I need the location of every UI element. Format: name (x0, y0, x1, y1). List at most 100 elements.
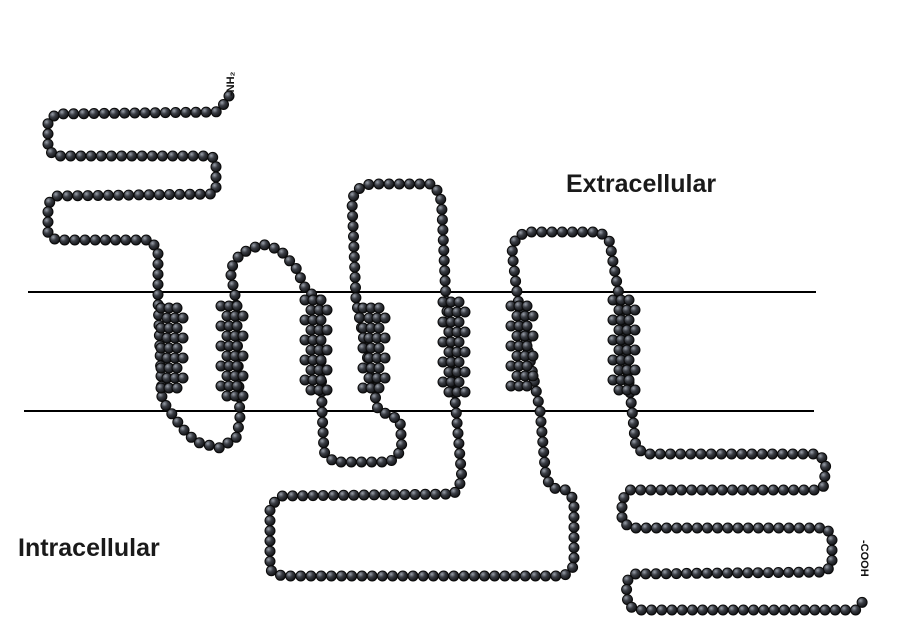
amino-acid-bead (42, 216, 54, 228)
amino-acid-bead (110, 234, 122, 246)
amino-acid-bead (635, 604, 647, 616)
amino-acid-bead (439, 265, 451, 277)
amino-acid-bead (78, 108, 90, 120)
amino-acid-bead (666, 604, 678, 616)
helix-bead (315, 314, 327, 326)
amino-acid-bead (119, 107, 131, 119)
amino-acid-bead (368, 489, 380, 501)
amino-acid-bead (736, 448, 748, 460)
amino-acid-bead (568, 552, 580, 564)
amino-acid-bead (319, 447, 331, 459)
amino-acid-bead (450, 407, 462, 419)
amino-acid-bead (788, 484, 800, 496)
amino-acid-bead (225, 269, 237, 281)
amino-acid-bead (152, 268, 164, 280)
amino-acid-bead (378, 489, 390, 501)
amino-acid-bead (787, 448, 799, 460)
amino-acid-bead (143, 189, 155, 201)
amino-acid-bead (640, 522, 652, 534)
amino-acid-bead (772, 567, 784, 578)
amino-acid-bead (62, 190, 73, 202)
amino-acid-bead (387, 570, 399, 582)
amino-acid-bead (716, 484, 728, 496)
amino-acid-bead (438, 570, 450, 582)
amino-acid-bead (566, 491, 578, 503)
amino-acid-bead (172, 416, 184, 428)
amino-acid-bead (227, 260, 239, 272)
amino-acid-bead (535, 416, 547, 428)
amino-acid-bead (542, 476, 554, 488)
amino-acid-bead (178, 424, 190, 436)
amino-acid-bead (229, 289, 241, 301)
amino-acid-bead (152, 258, 164, 270)
amino-acid-bead (350, 282, 361, 293)
helix-bead (521, 320, 533, 332)
amino-acid-bead (626, 601, 638, 613)
amino-acid-bead (721, 567, 733, 579)
amino-acid-bead (88, 108, 100, 119)
amino-acid-bead (99, 234, 111, 246)
amino-acid-bead (577, 226, 589, 238)
amino-acid-bead (379, 407, 391, 419)
amino-acid-bead (396, 439, 408, 450)
amino-acid-bead (129, 107, 141, 119)
amino-acid-bead (108, 107, 120, 119)
amino-acid-bead (383, 178, 395, 190)
amino-acid-bead (203, 439, 215, 451)
amino-acid-bead (655, 484, 667, 496)
amino-acid-bead (778, 484, 789, 496)
amino-acid-bead (234, 401, 246, 413)
amino-acid-bead (285, 570, 297, 582)
amino-acid-bead (567, 561, 579, 573)
amino-acid-bead (409, 489, 421, 500)
amino-acid-bead (826, 534, 838, 546)
amino-acid-bead (762, 567, 774, 579)
helix-bead (623, 294, 635, 306)
helix-bead (629, 344, 641, 356)
amino-acid-bead (240, 245, 252, 257)
amino-acid-bead (819, 471, 831, 482)
amino-acid-bead (354, 312, 365, 324)
amino-acid-bead (68, 108, 80, 120)
amino-acid-bead (102, 189, 114, 201)
amino-acid-bead (325, 570, 337, 582)
amino-acid-bead (223, 90, 235, 102)
amino-acid-bead (346, 200, 358, 212)
helix-bead (521, 340, 533, 352)
amino-acid-bead (526, 226, 538, 238)
amino-acid-bead (152, 278, 164, 290)
helix-bead (459, 306, 471, 318)
amino-acid-bead (656, 604, 668, 616)
amino-acid-bead (650, 522, 662, 534)
amino-acid-bead (727, 484, 738, 496)
amino-acid-bead (42, 206, 54, 218)
amino-acid-bead (207, 151, 219, 163)
helix-bead (171, 302, 183, 314)
amino-acid-bead (376, 456, 388, 468)
amino-acid-bead (429, 488, 441, 500)
amino-acid-bead (133, 189, 145, 201)
amino-acid-bead (654, 448, 666, 460)
amino-acid-bead (407, 570, 419, 582)
amino-acid-bead (621, 519, 633, 531)
helix-bead (321, 384, 333, 396)
helix-bead (237, 350, 249, 362)
amino-acid-bead (640, 568, 652, 580)
amino-acid-bead (307, 490, 319, 502)
amino-acid-bead (146, 150, 158, 162)
amino-acid-bead (660, 568, 672, 580)
helix-bead (453, 356, 465, 368)
amino-acid-bead (726, 448, 738, 460)
amino-acid-bead (783, 522, 795, 534)
amino-acid-bead (336, 570, 348, 582)
amino-acid-bead (294, 272, 306, 284)
amino-acid-bead (259, 239, 271, 251)
amino-acid-bead (120, 234, 132, 246)
helix-bead (177, 312, 189, 324)
amino-acid-bead (559, 484, 571, 496)
amino-acid-bead (440, 488, 452, 500)
amino-acid-bead (676, 484, 687, 496)
amino-acid-bead (630, 437, 641, 449)
amino-acid-bead (46, 147, 57, 159)
amino-acid-bead (98, 107, 110, 119)
